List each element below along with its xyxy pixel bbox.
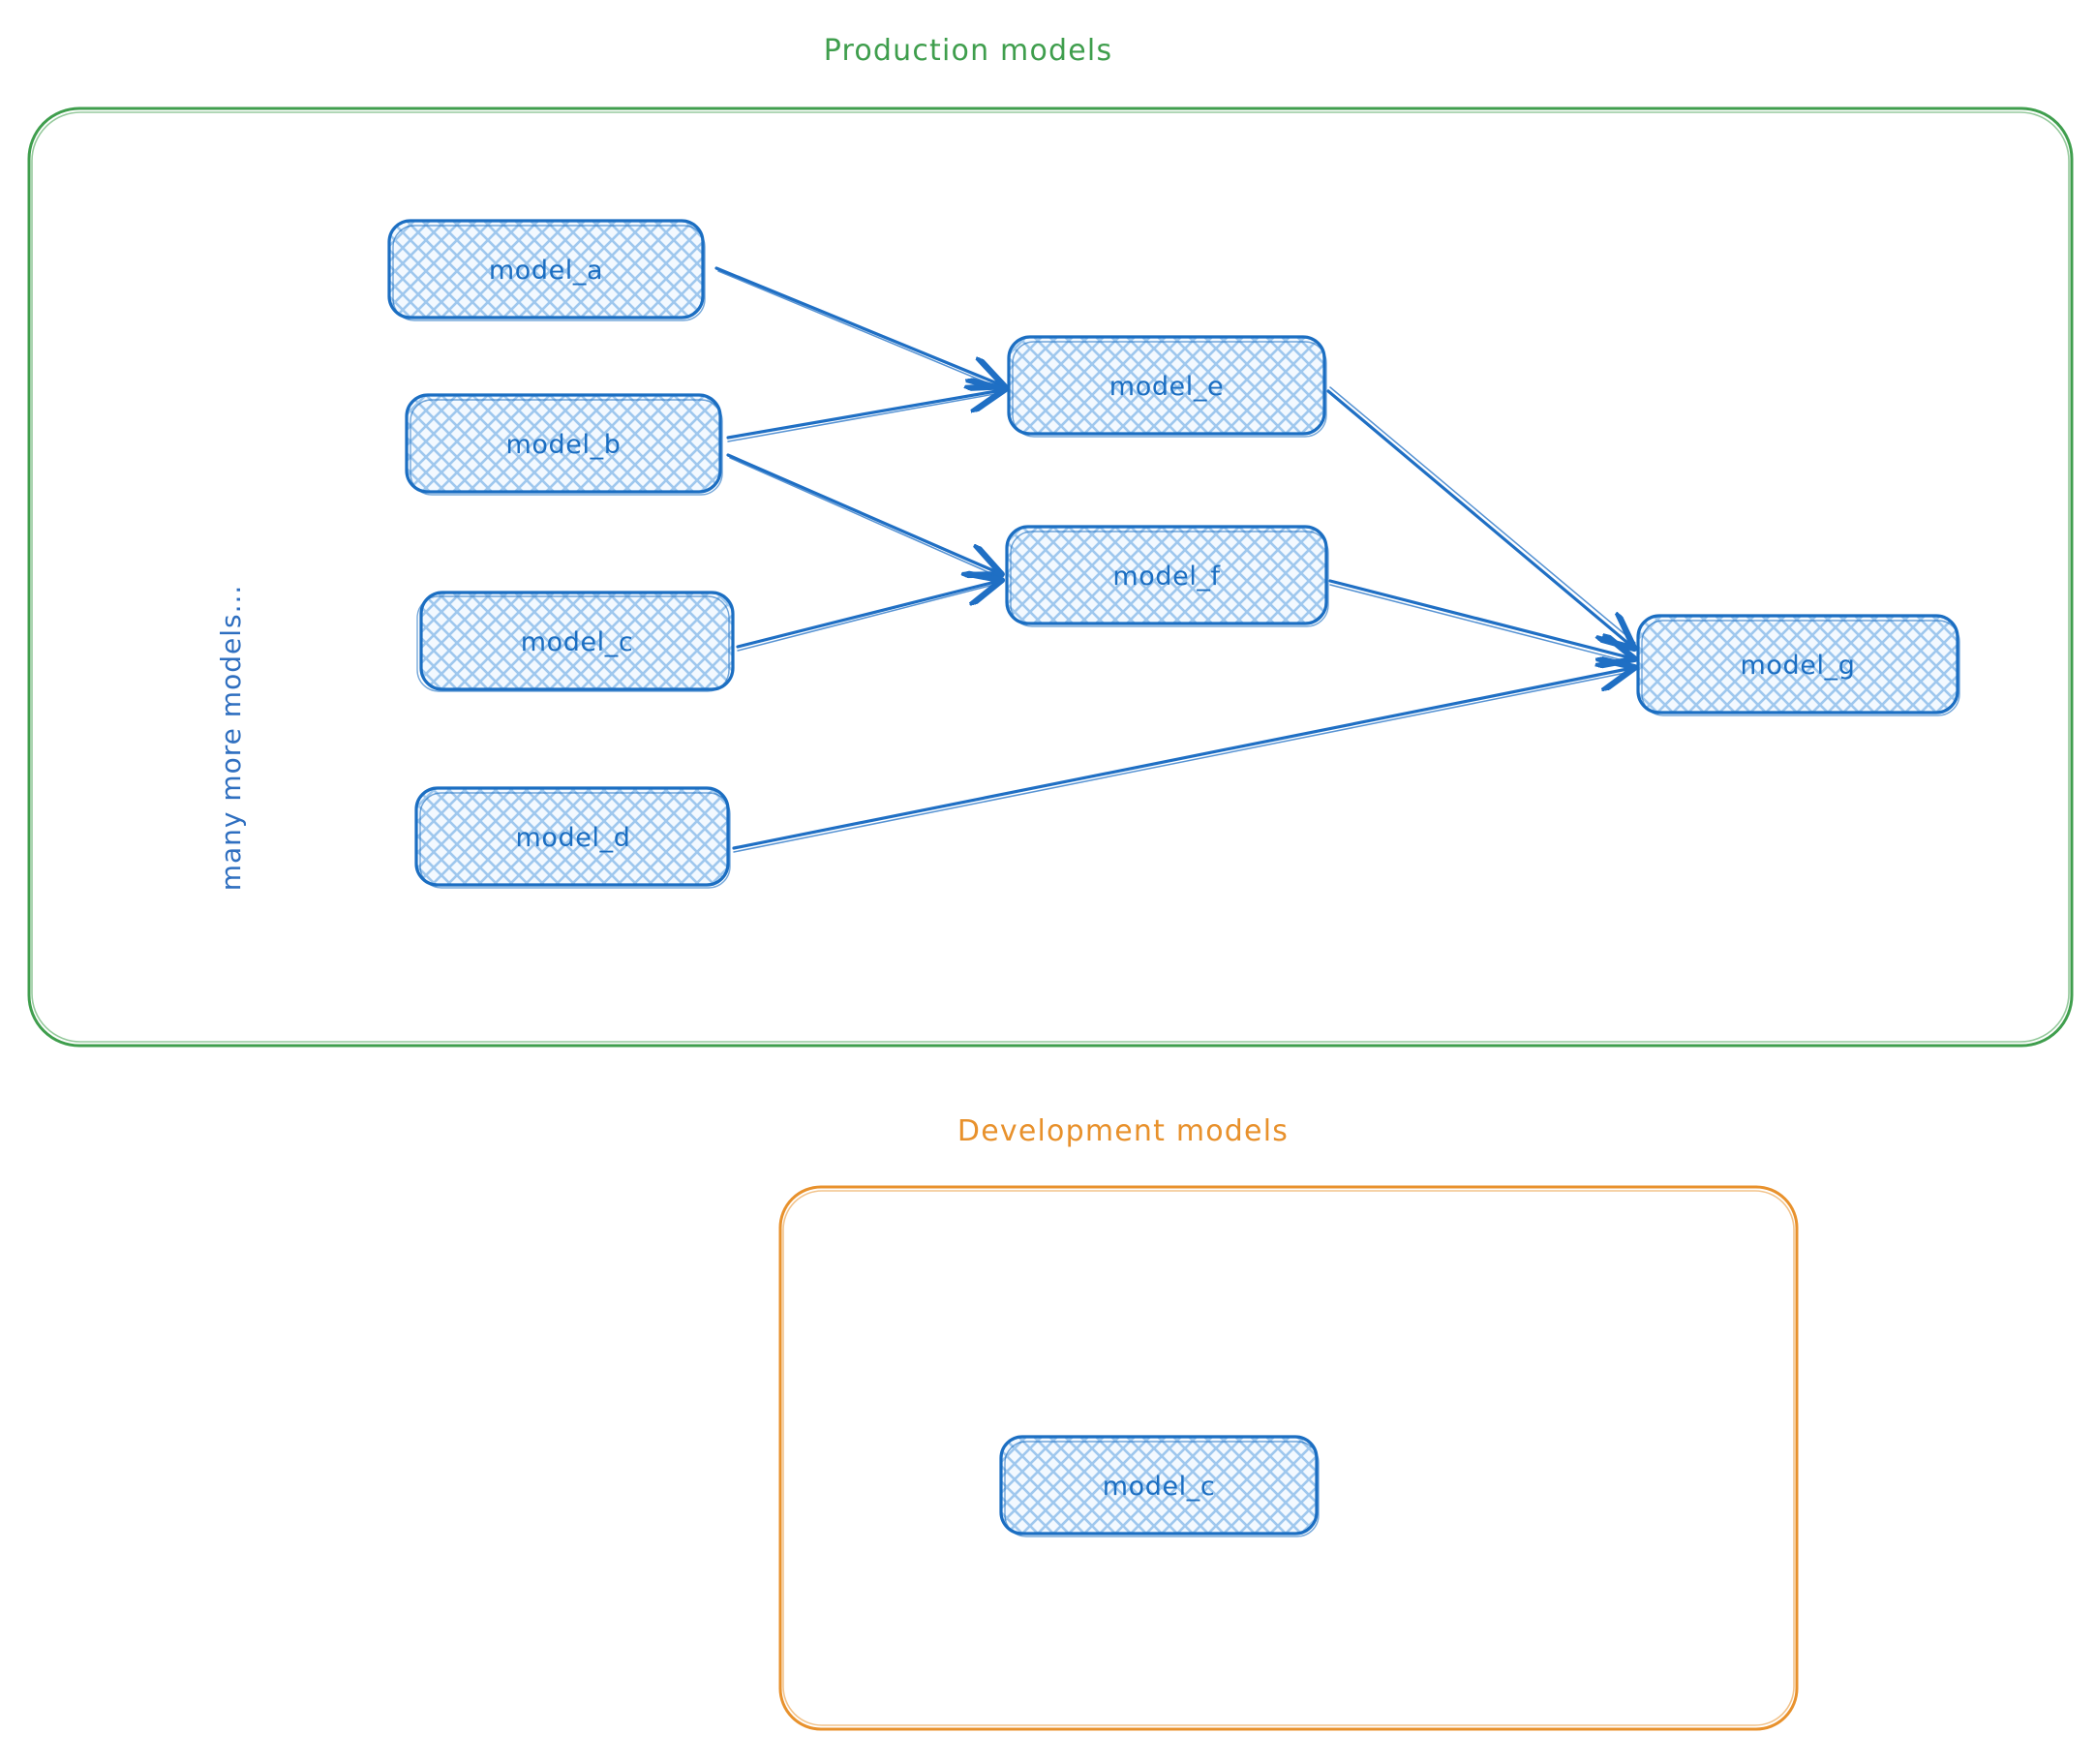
edge-model-d-to-model-g	[732, 668, 1632, 853]
node-model_c-box[interactable]	[419, 591, 735, 691]
node-model_e-box-sketch	[1012, 341, 1327, 438]
node-model_g-label: model_g	[1741, 651, 1856, 681]
node-model_d-label: model_d	[516, 823, 631, 853]
edge-layer	[714, 266, 1635, 853]
production-group-border	[27, 106, 2074, 1048]
node-model_c_dev-box-sketch	[1004, 1441, 1320, 1537]
edge-model-a-to-model-e	[714, 266, 1002, 388]
node-model_f-box-sketch	[1010, 531, 1329, 627]
node-model_e[interactable]: model_e	[1007, 335, 1327, 438]
production-group-title: Production models	[824, 34, 1113, 68]
group-container-production: Production models	[27, 34, 2074, 1048]
node-model_b-box-sketch	[410, 399, 723, 496]
node-model_b-box[interactable]	[405, 393, 722, 494]
edge-model-f-to-model-g	[1328, 579, 1632, 662]
node-model_a-box[interactable]	[387, 219, 705, 319]
many-more-models-label: many more models...	[215, 585, 247, 892]
development-group-border-sketch	[782, 1190, 1795, 1726]
node-model_f-label: model_f	[1112, 562, 1221, 592]
node-model_g[interactable]: model_g	[1636, 614, 1960, 716]
node-model_d[interactable]: model_d	[414, 786, 731, 889]
node-model_a-label: model_a	[489, 256, 603, 286]
node-model_c-box-sketch	[416, 595, 730, 692]
node-model_e-box[interactable]	[1007, 335, 1326, 436]
development-group-title: Development models	[957, 1114, 1289, 1148]
node-model_e-label: model_e	[1109, 372, 1224, 402]
node-model_d-box[interactable]	[414, 786, 730, 887]
edge-model-b-to-model-e	[726, 390, 1002, 442]
node-model_a[interactable]: model_a	[387, 219, 706, 321]
group-container-development: Development models	[778, 1114, 1799, 1731]
node-model_d-box-sketch	[419, 792, 731, 889]
node-model_c_dev-label: model_c	[1103, 1472, 1216, 1502]
node-model_g-box[interactable]	[1636, 614, 1959, 715]
edge-model-e-to-model-g	[1326, 386, 1635, 647]
production-group-border-sketch	[31, 111, 2070, 1043]
node-model_f[interactable]: model_f	[1005, 525, 1329, 627]
annotation-many-more-models: many more models...	[215, 585, 247, 892]
node-model_f-box[interactable]	[1005, 525, 1328, 625]
node-model_c-label: model_c	[521, 627, 634, 657]
node-model_c_dev[interactable]: model_c	[999, 1435, 1320, 1537]
node-model_a-box-sketch	[392, 225, 706, 321]
node-model_g-box-sketch	[1641, 620, 1960, 716]
edge-model-c-to-model-f	[736, 581, 999, 652]
edge-model-b-to-model-f	[726, 453, 999, 576]
node-model_c_dev-box[interactable]	[999, 1435, 1319, 1536]
node-model_b[interactable]: model_b	[405, 393, 723, 496]
node-model_c[interactable]: model_c	[416, 591, 735, 692]
development-group-border	[778, 1185, 1799, 1731]
node-model_b-label: model_b	[506, 430, 622, 460]
